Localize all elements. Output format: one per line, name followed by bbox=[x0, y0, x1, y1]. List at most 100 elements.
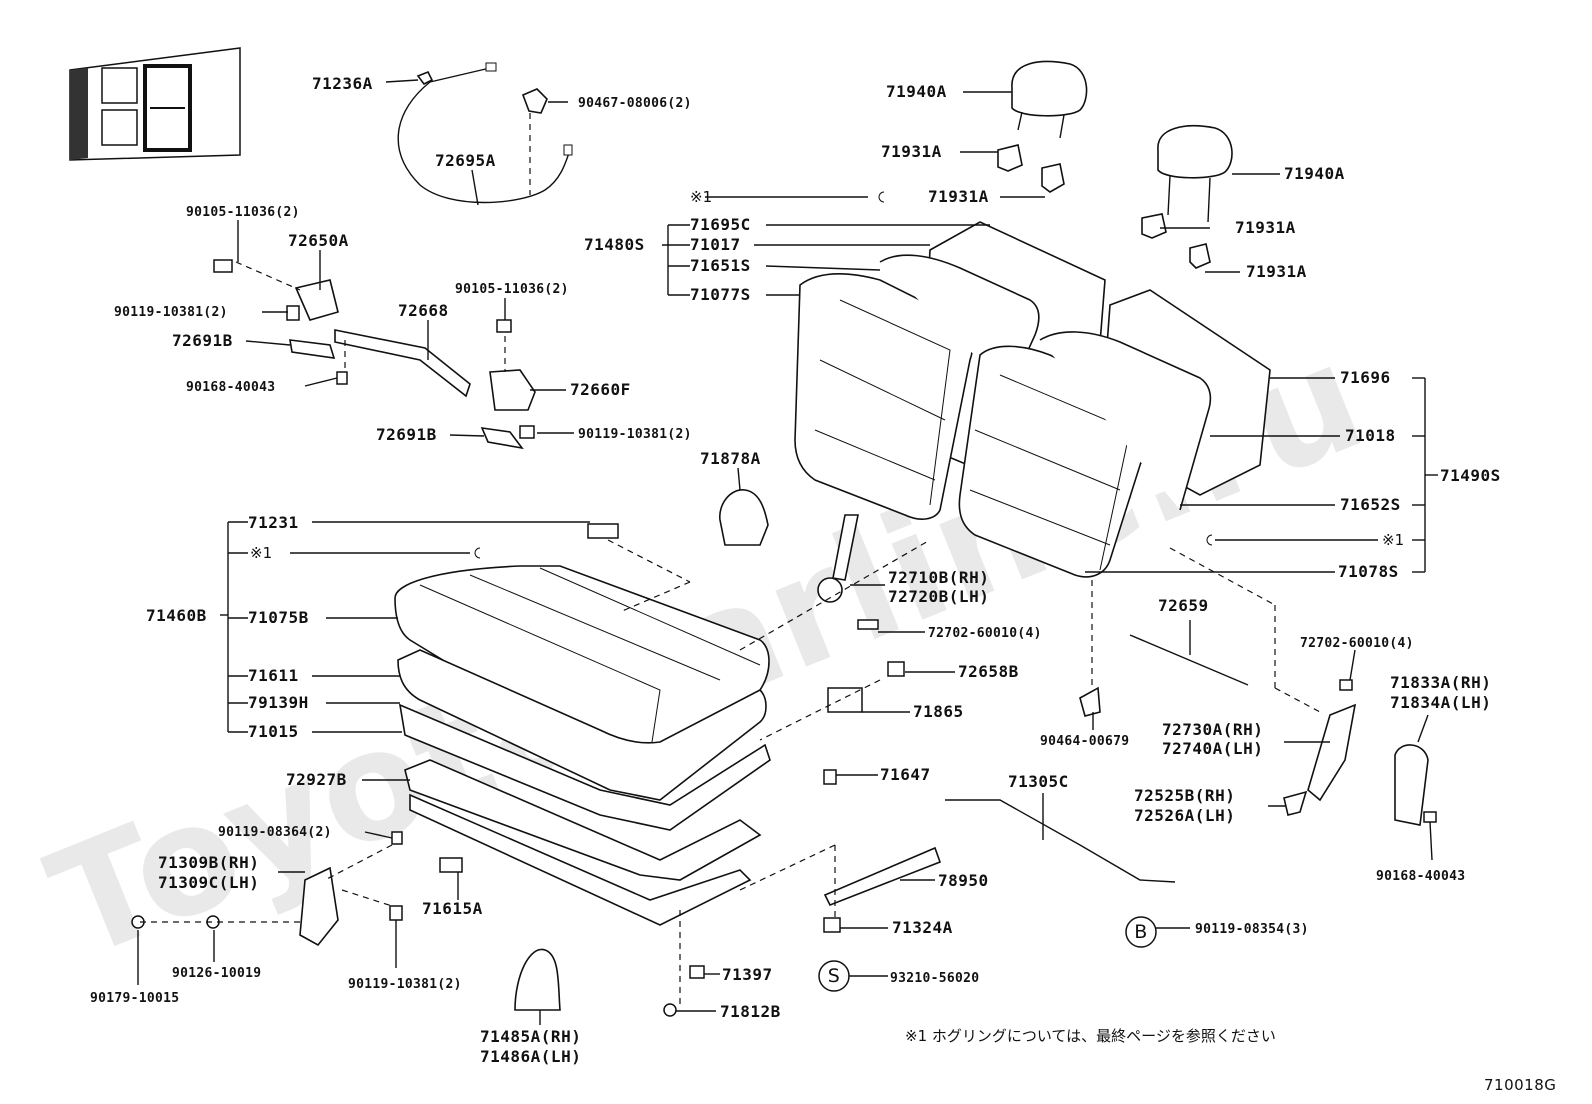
label-asterisk-1-b: ※1 bbox=[1382, 531, 1404, 549]
hinge-72710B bbox=[817, 514, 859, 603]
label-72702-60010-a: 72702-60010(4) bbox=[928, 626, 1042, 641]
cover-71833A bbox=[1394, 744, 1429, 826]
label-asterisk-1-c: ※1 bbox=[250, 544, 272, 562]
label-90168-40043-a: 90168-40043 bbox=[186, 380, 275, 395]
headrest-supports bbox=[997, 144, 1211, 269]
label-71615A: 71615A bbox=[422, 899, 483, 918]
circle-b: B bbox=[1125, 916, 1157, 948]
label-71460B: 71460B bbox=[146, 606, 207, 625]
label-71490S: 71490S bbox=[1440, 466, 1501, 485]
label-79139H: 79139H bbox=[248, 693, 309, 712]
label-71878A: 71878A bbox=[700, 449, 761, 468]
seatback-right bbox=[958, 331, 1212, 578]
seatback-left bbox=[794, 254, 1040, 520]
label-90179-10015: 90179-10015 bbox=[90, 991, 179, 1006]
label-90105-11036-b: 90105-11036(2) bbox=[455, 282, 569, 297]
label-72691B-a: 72691B bbox=[172, 331, 233, 350]
label-71865: 71865 bbox=[913, 702, 964, 721]
label-71017: 71017 bbox=[690, 235, 741, 254]
label-72695A: 72695A bbox=[435, 151, 496, 170]
circle-s-letter: S bbox=[828, 965, 841, 987]
label-90126-10019: 90126-10019 bbox=[172, 966, 261, 981]
hinge-72730A bbox=[1307, 703, 1357, 802]
bracket-71309B bbox=[299, 866, 339, 947]
label-71695C: 71695C bbox=[690, 215, 751, 234]
vehicle-location-icon bbox=[69, 47, 241, 161]
label-90467-08006: 90467-08006(2) bbox=[578, 96, 692, 111]
label-71812B: 71812B bbox=[720, 1002, 781, 1021]
label-72710B: 72710B(RH) bbox=[888, 568, 989, 587]
label-90119-10381-c: 90119-10381(2) bbox=[348, 977, 462, 992]
label-72740A: 72740A(LH) bbox=[1162, 739, 1263, 758]
headrest-left bbox=[1011, 60, 1088, 139]
label-72659: 72659 bbox=[1158, 596, 1209, 615]
label-71397: 71397 bbox=[722, 965, 773, 984]
circle-b-letter: B bbox=[1134, 921, 1148, 943]
label-90119-08354: 90119-08354(3) bbox=[1195, 922, 1309, 937]
footnote: ※1 ホグリングについては、最終ページを参照ください bbox=[905, 1027, 1276, 1045]
label-72927B: 72927B bbox=[286, 770, 347, 789]
label-71309C: 71309C(LH) bbox=[158, 873, 259, 892]
label-71236A: 71236A bbox=[312, 74, 373, 93]
label-71485A: 71485A(RH) bbox=[480, 1027, 581, 1046]
label-72668: 72668 bbox=[398, 301, 449, 320]
leader-lines bbox=[137, 79, 1438, 1025]
bracket-71878A bbox=[719, 489, 769, 546]
label-90119-08364: 90119-08364(2) bbox=[218, 825, 332, 840]
label-71324A: 71324A bbox=[892, 918, 953, 937]
label-72730A: 72730A(RH) bbox=[1162, 720, 1263, 739]
label-72660F: 72660F bbox=[570, 380, 631, 399]
cover-71485A bbox=[514, 948, 561, 1011]
dashed-leaders bbox=[140, 261, 1321, 1008]
label-71231: 71231 bbox=[248, 513, 299, 532]
label-71077S: 71077S bbox=[690, 285, 751, 304]
label-71652S: 71652S bbox=[1340, 495, 1401, 514]
label-90105-11036-a: 90105-11036(2) bbox=[186, 205, 300, 220]
label-71018: 71018 bbox=[1345, 426, 1396, 445]
cable-72695A bbox=[397, 62, 573, 204]
label-71015: 71015 bbox=[248, 722, 299, 741]
label-71480S: 71480S bbox=[584, 235, 645, 254]
label-71931A-b: 71931A bbox=[928, 187, 989, 206]
label-72526A: 72526A(LH) bbox=[1134, 806, 1235, 825]
label-90464-00679: 90464-00679 bbox=[1040, 734, 1129, 749]
label-71075B: 71075B bbox=[248, 608, 309, 627]
label-71940A-b: 71940A bbox=[1284, 164, 1345, 183]
circle-s: S bbox=[818, 960, 850, 992]
label-71305C: 71305C bbox=[1008, 772, 1069, 791]
label-71834A: 71834A(LH) bbox=[1390, 693, 1491, 712]
label-72525B: 72525B(RH) bbox=[1134, 786, 1235, 805]
label-78950: 78950 bbox=[938, 871, 989, 890]
label-71696: 71696 bbox=[1340, 368, 1391, 387]
label-93210-56020: 93210-56020 bbox=[890, 971, 979, 986]
label-71647: 71647 bbox=[880, 765, 931, 784]
label-71931A-d: 71931A bbox=[1246, 262, 1307, 281]
label-71940A-a: 71940A bbox=[886, 82, 947, 101]
label-71309B: 71309B(RH) bbox=[158, 853, 259, 872]
label-asterisk-1-a: ※1 bbox=[690, 188, 712, 206]
label-90119-10381-a: 90119-10381(2) bbox=[114, 305, 228, 320]
label-72702-60010-b: 72702-60010(4) bbox=[1300, 636, 1414, 651]
label-71833A: 71833A(RH) bbox=[1390, 673, 1491, 692]
hogring-marks bbox=[474, 191, 1213, 559]
label-72691B-b: 72691B bbox=[376, 425, 437, 444]
seat-cushion bbox=[394, 565, 771, 926]
belt-78950 bbox=[823, 846, 942, 907]
rod-72659 bbox=[1129, 634, 1249, 686]
label-90119-10381-b: 90119-10381(2) bbox=[578, 427, 692, 442]
label-72650A: 72650A bbox=[288, 231, 349, 250]
label-71931A-a: 71931A bbox=[881, 142, 942, 161]
headrest-right bbox=[1157, 125, 1233, 223]
label-71486A: 71486A(LH) bbox=[480, 1047, 581, 1066]
cable-71305C bbox=[945, 799, 1176, 883]
label-71931A-c: 71931A bbox=[1235, 218, 1296, 237]
label-71078S: 71078S bbox=[1338, 562, 1399, 581]
part-labels: 71236A 90467-08006(2) 72695A 90105-11036… bbox=[90, 74, 1501, 1066]
label-72658B: 72658B bbox=[958, 662, 1019, 681]
clip-parts bbox=[131, 259, 1437, 1017]
label-71651S: 71651S bbox=[690, 256, 751, 275]
label-72720B: 72720B(LH) bbox=[888, 587, 989, 606]
label-90168-40043-b: 90168-40043 bbox=[1376, 869, 1465, 884]
